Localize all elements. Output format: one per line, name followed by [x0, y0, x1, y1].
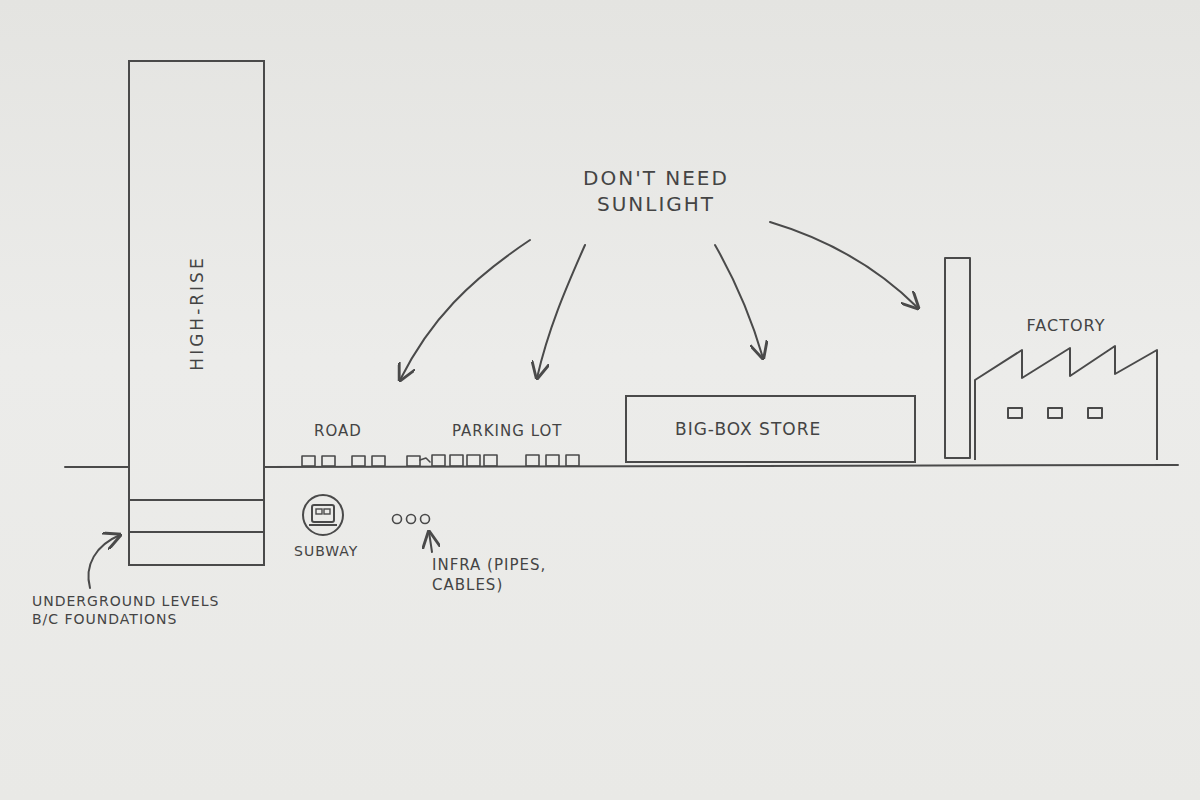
sunlight-arrow [537, 245, 585, 378]
subway-symbol [286, 493, 360, 539]
chimney [945, 258, 970, 458]
train [312, 505, 334, 522]
node-label: SUBWAY [294, 543, 358, 559]
tunnel-circle [303, 495, 343, 535]
sunlight-arrow [715, 245, 763, 358]
parking-lot-label: PARKING LOT [452, 422, 602, 442]
sunlight-arrow [400, 240, 530, 380]
high-rise-box: HIGH-RISE [128, 60, 265, 566]
sawtooth-roof [975, 346, 1157, 460]
subway-tunnel: SUBWAY [286, 493, 366, 573]
factory-building: FACTORY [970, 310, 1162, 462]
factory-window [1048, 408, 1062, 418]
underground-level-line [130, 500, 263, 532]
pipes [393, 515, 430, 524]
factory-window [1008, 408, 1022, 418]
train-window [316, 509, 322, 514]
factory-window [1088, 408, 1102, 418]
ground-line [65, 465, 1178, 467]
big-box-store: BIG-BOX STORE [625, 395, 916, 463]
sunlight-arrow [770, 222, 918, 308]
track [309, 524, 337, 526]
sunlight-note: DON'T NEED SUNLIGHT [542, 165, 770, 217]
infra-label: INFRA (PIPES, CABLES) [432, 556, 612, 595]
leader-arrow [88, 535, 120, 588]
node-label: BIG-BOX STORE [675, 419, 821, 439]
leader-arrow [429, 532, 432, 552]
cars [302, 455, 579, 466]
train-window [324, 509, 330, 514]
node-label: FACTORY [1027, 316, 1106, 335]
road-label: ROAD [314, 422, 404, 442]
rotated-label: HIGH-RISE [187, 255, 207, 370]
foundations-note: UNDERGROUND LEVELS B/C FOUNDATIONS [32, 592, 242, 628]
